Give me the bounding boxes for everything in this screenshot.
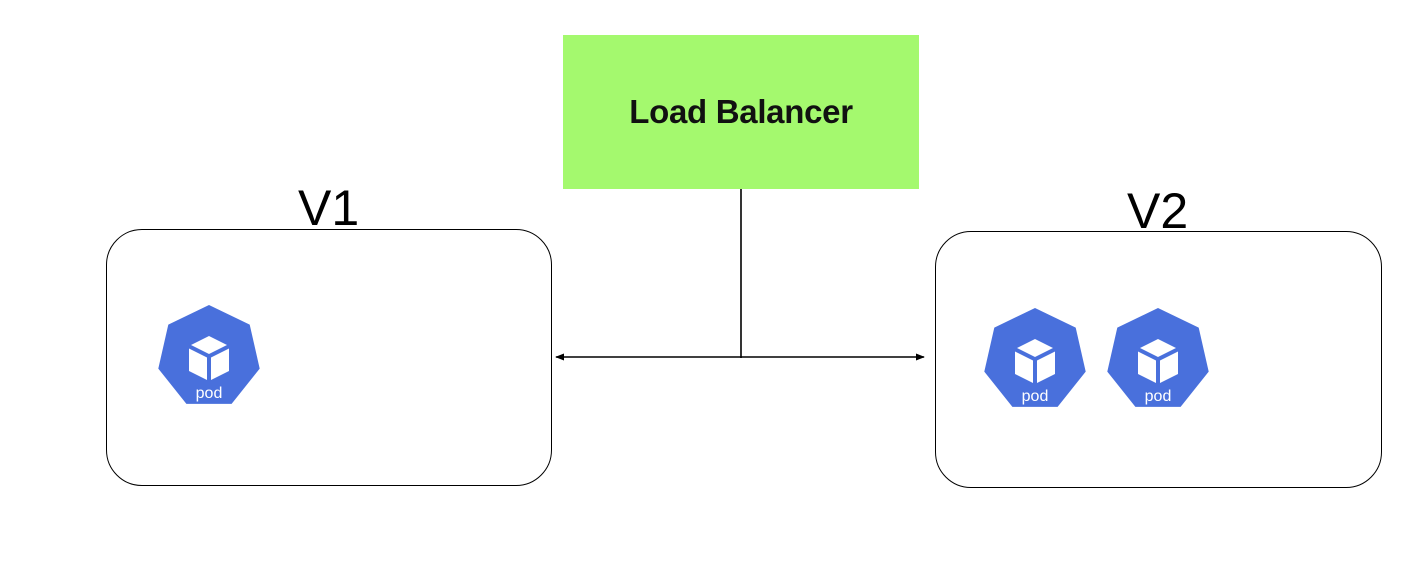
- cube-icon: [1138, 339, 1178, 383]
- pod-label: pod: [1145, 388, 1172, 405]
- cube-icon: [189, 336, 229, 380]
- pod-icon: pod: [1103, 305, 1213, 415]
- load-balancer-label: Load Balancer: [629, 93, 853, 130]
- group-label-v2: V2: [1127, 183, 1189, 239]
- pod-label: pod: [1022, 388, 1049, 405]
- load-balancer-box: Load Balancer: [563, 35, 919, 189]
- pod-label: pod: [196, 385, 223, 402]
- pod-icon: pod: [154, 302, 264, 412]
- group-label-v1: V1: [298, 180, 360, 236]
- cube-icon: [1015, 339, 1055, 383]
- pod-icon: pod: [980, 305, 1090, 415]
